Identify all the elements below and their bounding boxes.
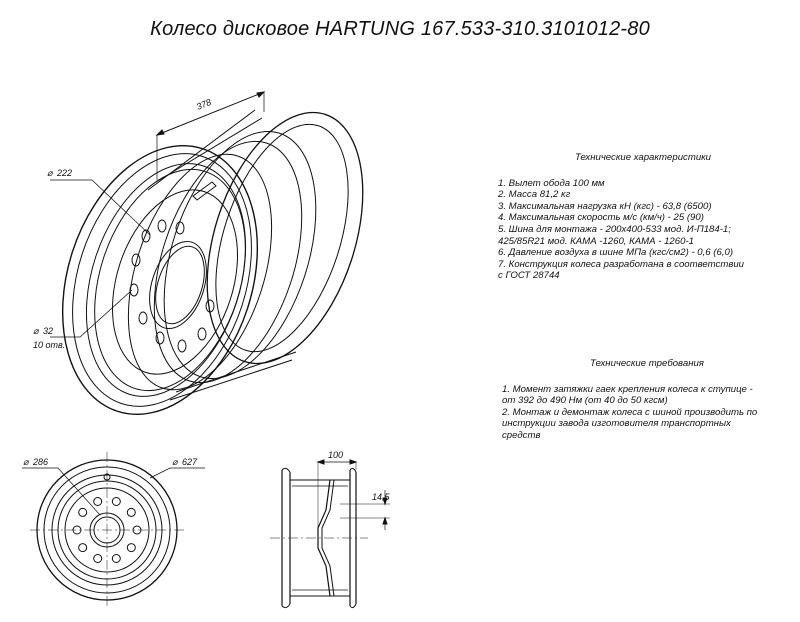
dim-holes: 10 отв. [33, 340, 65, 350]
requirements-header: Технические требования [590, 358, 704, 369]
spec-item: 2. Масса 81,2 кг [498, 189, 571, 201]
spec-item: 6. Давление воздуха в шине МПа (кгс/см2)… [498, 247, 734, 259]
diameter-symbol-icon: ⌀ [172, 457, 179, 467]
spec-item: 3. Максимальная нагрузка кН (кгс) - 63,8… [498, 200, 712, 212]
requirement-item: инструкции завода изготовителя транспорт… [502, 418, 731, 430]
requirement-item: средств [502, 429, 541, 441]
dim-d286: 286 [32, 457, 48, 467]
spec-item: 4. Максимальная скорость м/с (км/ч) - 25… [498, 212, 704, 224]
requirements-list: 1. Момент затяжки гаек крепления колеса … [502, 384, 792, 442]
dim-d627: 627 [182, 457, 198, 467]
isometric-wheel-view [50, 91, 364, 415]
specifications-block: Технические характеристики 1. Вылет обод… [498, 152, 788, 282]
dim-offset-100: 100 [328, 450, 343, 460]
spec-item: с ГОСТ 28744 [498, 270, 560, 282]
dim-d32: 32 [43, 326, 53, 336]
requirements-block: Технические требования 1. Момент затяжки… [502, 358, 792, 442]
front-view [22, 452, 205, 608]
drawing-title: Колесо дисковое HARTUNG 167.533-310.3101… [150, 18, 650, 40]
specifications-list: 1. Вылет обода 100 мм 2. Масса 81,2 кг 3… [498, 178, 788, 282]
spec-item: 1. Вылет обода 100 мм [498, 177, 605, 189]
spec-item: 425/85R21 мод. КАМА -1260, КАМА - 1260-1 [498, 235, 694, 247]
dim-d222: 222 [56, 168, 72, 178]
diameter-symbol-icon: ⌀ [23, 457, 30, 467]
requirement-item: от 392 до 490 Нм (от 40 до 50 кгсм) [502, 395, 668, 407]
diameter-symbol-icon: ⌀ [47, 168, 54, 178]
section-view [270, 459, 390, 609]
spec-item: 7. Конструкция колеса разработана в соот… [498, 258, 744, 270]
requirement-item: 2. Монтаж и демонтаж колеса с шиной прои… [502, 406, 758, 418]
diameter-symbol-icon: ⌀ [33, 326, 40, 336]
dim-gap-14-5: 14,5 [372, 492, 391, 502]
spec-item: 5. Шина для монтажа - 200х400-533 мод. И… [498, 223, 731, 235]
dim-width-378: 378 [195, 97, 213, 112]
requirement-item: 1. Момент затяжки гаек крепления колеса … [502, 383, 753, 395]
specifications-header: Технические характеристики [574, 152, 712, 163]
